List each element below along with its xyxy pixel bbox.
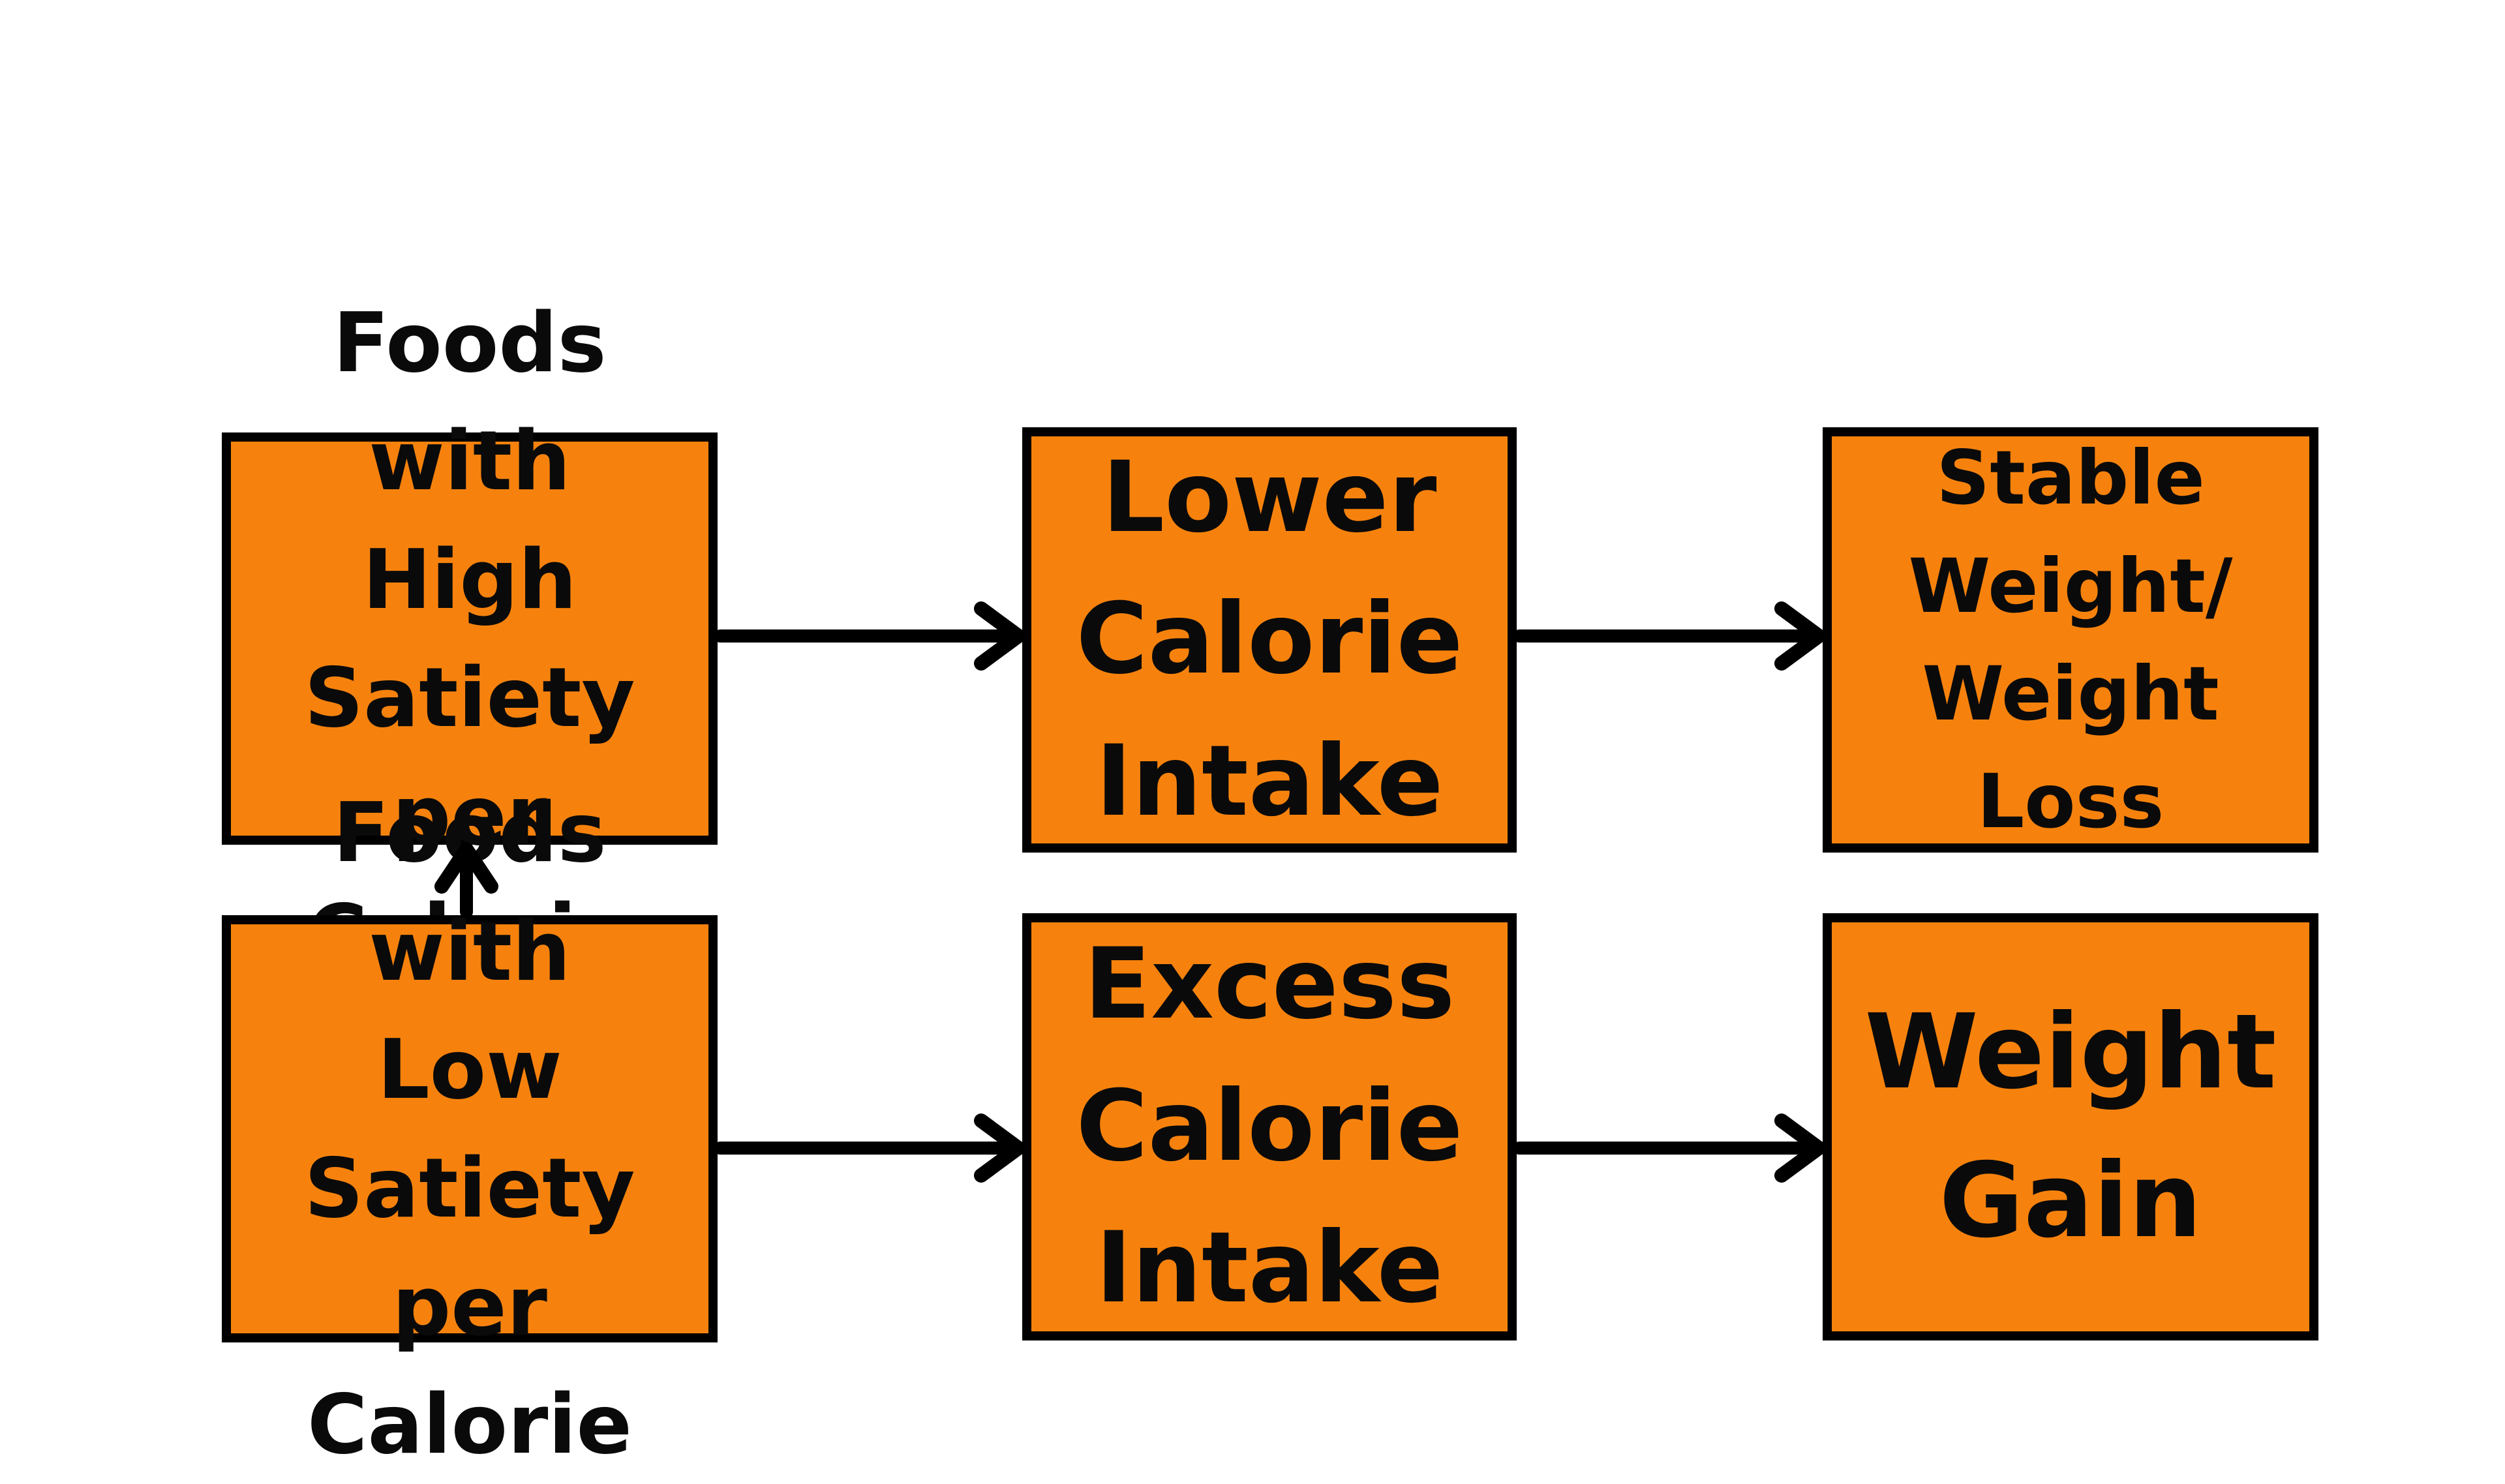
arrow-low-satiety-to-excess-calorie <box>714 1113 1025 1183</box>
arrow-excess-calorie-to-weight-gain <box>1513 1113 1826 1183</box>
node-label: Foods with Low Satiety per Calorie <box>304 785 635 1473</box>
node-weight-gain: Weight Gain <box>1823 913 2318 1340</box>
node-stable-weight-weight-loss: Stable Weight/ Weight Loss <box>1823 427 2318 853</box>
arrow-lower-calorie-to-stable-weight <box>1513 601 1826 671</box>
diagram-canvas: Foods with High Satiety per Calorie Lowe… <box>222 295 2318 1472</box>
node-label: Lower Calorie Intake <box>1076 440 1463 838</box>
node-lower-calorie-intake: Lower Calorie Intake <box>1022 427 1517 853</box>
node-label: Stable Weight/ Weight Loss <box>1908 434 2233 845</box>
node-excess-calorie-intake: Excess Calorie Intake <box>1022 913 1517 1340</box>
node-foods-high-satiety: Foods with High Satiety per Calorie <box>222 295 718 982</box>
node-foods-low-satiety: Foods with Low Satiety per Calorie <box>222 785 718 1472</box>
node-label: Excess Calorie Intake <box>1076 928 1463 1325</box>
arrow-high-satiety-to-lower-calorie <box>714 601 1025 671</box>
node-label: Weight Gain <box>1864 992 2277 1261</box>
